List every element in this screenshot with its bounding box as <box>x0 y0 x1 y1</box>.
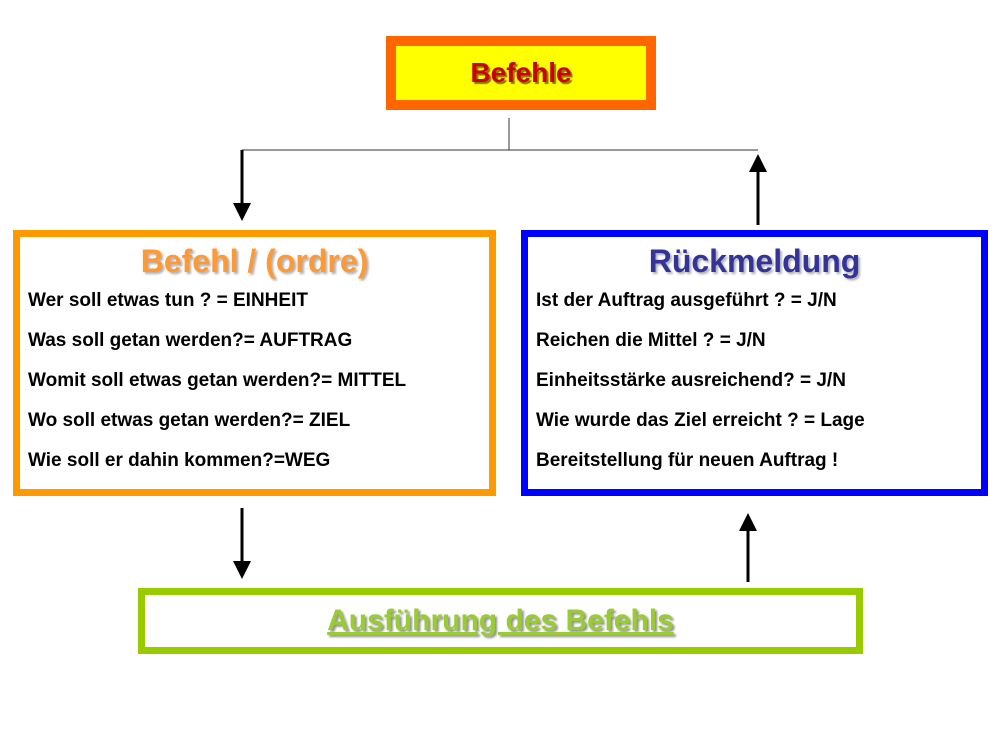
ausfuehrung-box: Ausführung des Befehls <box>138 588 863 654</box>
befehl-list: Wer soll etwas tun ? = EINHEIT Was soll … <box>20 286 489 486</box>
rueckmeldung-list-item: Einheitsstärke ausreichend? = J/N <box>536 370 846 391</box>
rueckmeldung-list-item: Bereitstellung für neuen Auftrag ! <box>536 450 839 471</box>
rueckmeldung-list-item: Reichen die Mittel ? = J/N <box>536 330 766 351</box>
befehl-list-item: Womit soll etwas getan werden?= MITTEL <box>28 370 407 391</box>
befehle-header-inner: Befehle <box>396 46 646 100</box>
ausfuehrung-title: Ausführung des Befehls <box>327 604 674 637</box>
befehl-panel: Befehl / (ordre) Wer soll etwas tun ? = … <box>13 230 496 496</box>
rueckmeldung-panel-title: Rückmeldung <box>648 243 861 279</box>
rueckmeldung-list: Ist der Auftrag ausgeführt ? = J/N Reich… <box>528 286 981 486</box>
befehl-panel-title: Befehl / (ordre) <box>140 243 369 279</box>
befehl-list-item: Wo soll etwas getan werden?= ZIEL <box>28 410 351 431</box>
befehle-header-box: Befehle <box>386 36 656 110</box>
befehl-list-item: Wie soll er dahin kommen?=WEG <box>28 450 331 471</box>
befehl-list-item: Was soll getan werden?= AUFTRAG <box>28 330 353 351</box>
rueckmeldung-panel: Rückmeldung Ist der Auftrag ausgeführt ?… <box>521 230 988 496</box>
rueckmeldung-list-item: Ist der Auftrag ausgeführt ? = J/N <box>536 290 837 311</box>
befehle-title: Befehle <box>470 57 572 88</box>
rueckmeldung-list-item: Wie wurde das Ziel erreicht ? = Lage <box>536 410 865 431</box>
befehl-list-item: Wer soll etwas tun ? = EINHEIT <box>28 290 308 311</box>
